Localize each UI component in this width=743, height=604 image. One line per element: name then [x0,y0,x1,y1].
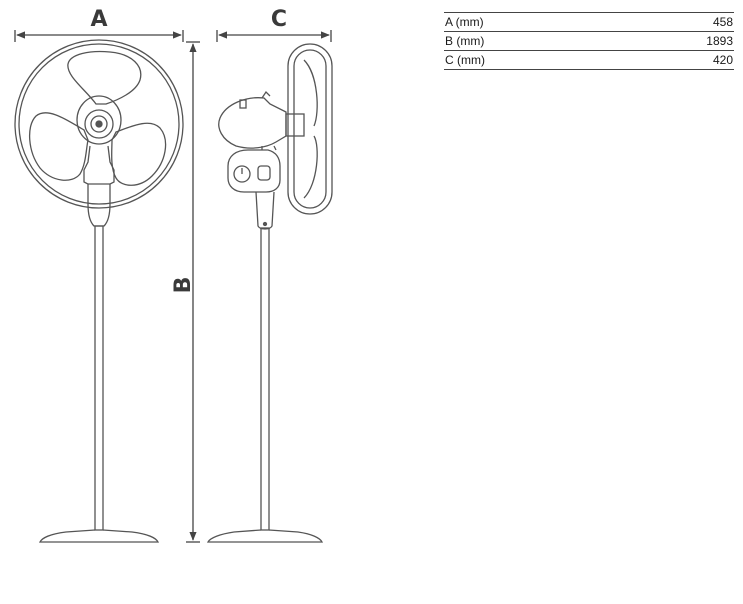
side-motor-housing [218,97,287,149]
row-label: A (mm) [444,12,617,32]
dimension-label-b: B [171,277,196,294]
dimension-a [14,30,184,42]
front-blade-right [111,122,167,186]
side-rear-knob [239,99,247,109]
front-motor-housing [76,95,122,145]
front-guard-outer [14,39,184,209]
table-row: B (mm) 1893 [444,31,734,51]
dimensions-table: A (mm) 458 B (mm) 1893 C (mm) 420 [444,12,734,70]
front-pole [94,225,104,531]
side-control-box [227,149,281,193]
table-row: C (mm) 420 [444,50,734,70]
side-guard-outer [287,43,333,215]
side-base [206,529,324,543]
row-value: 420 [616,50,734,70]
front-guard-inner [18,43,180,205]
side-view [206,30,333,543]
front-blade-top [67,50,142,105]
row-label: B (mm) [444,31,617,51]
front-blade-left [29,112,89,181]
dimension-label-c: C [271,7,287,32]
front-neck [83,145,115,227]
row-label: C (mm) [444,50,617,70]
side-guard-inner [293,49,327,209]
front-hub [84,109,114,139]
front-view [14,30,184,543]
front-hub-center [95,120,103,128]
dimension-c [216,30,332,42]
table-row: A (mm) 458 [444,12,734,32]
dimension-b [186,41,200,543]
side-timer-knob [257,165,271,181]
side-speed-knob [233,165,251,183]
front-base [38,529,160,543]
side-neck [255,145,277,230]
side-pole [260,227,270,531]
row-value: 458 [616,12,734,32]
row-value: 1893 [616,31,734,51]
dimension-label-a: A [90,7,107,32]
